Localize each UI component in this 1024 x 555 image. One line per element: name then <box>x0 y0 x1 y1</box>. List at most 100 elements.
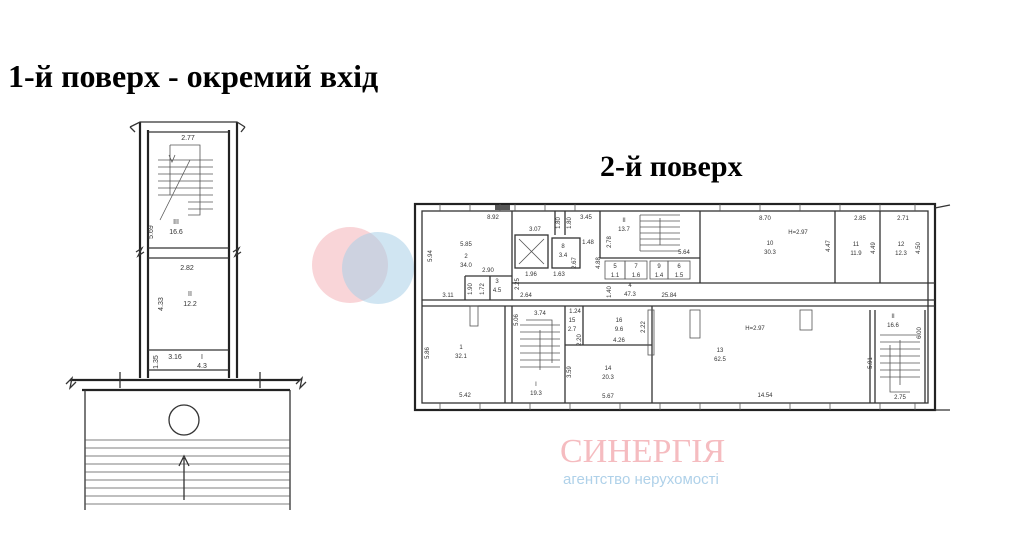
room-number: 5 <box>613 264 617 270</box>
dim: 1.35 <box>153 355 160 369</box>
dim: 8.92 <box>487 215 499 221</box>
floor1-stair <box>158 144 213 221</box>
room-number: I <box>201 354 203 361</box>
dim: 5.91 <box>868 357 874 369</box>
dim: 5.94 <box>428 250 434 262</box>
floor2-stair-top <box>600 214 700 259</box>
dim: 4.49 <box>871 242 877 254</box>
room-number: 14 <box>605 366 612 372</box>
elevator-shaft <box>514 234 549 269</box>
dim: 3.16 <box>168 354 182 361</box>
entrance-arrow-icon <box>178 454 190 500</box>
room-number: 6 <box>677 264 681 270</box>
dim: 1.48 <box>582 240 594 246</box>
dim: 2.20 <box>577 334 583 346</box>
room-area: 20.3 <box>602 375 614 381</box>
floor2-title: 2-й поверх <box>600 150 743 183</box>
dim: 1.40 <box>607 286 613 298</box>
floor2-wc-row <box>604 260 691 280</box>
room-number: 4 <box>628 283 632 289</box>
dim: 2.78 <box>607 236 613 248</box>
dim: 3.45 <box>580 215 592 221</box>
dim: 4.88 <box>596 257 602 269</box>
dim: 5.06 <box>514 314 520 326</box>
watermark-tagline: агентство нерухомості <box>563 471 719 488</box>
room-area: 1.1 <box>611 273 620 279</box>
dim: 3.74 <box>534 311 546 317</box>
dim: 8.70 <box>759 216 771 222</box>
dim: 2.82 <box>180 265 194 272</box>
watermark-brand: СИНЕРГІЯ <box>560 433 725 470</box>
room-area: 12.2 <box>183 301 197 308</box>
room-area: 16.6 <box>887 323 899 329</box>
dim: 1.72 <box>480 283 486 295</box>
room-area: 16.6 <box>169 229 183 236</box>
room-area: 47.3 <box>624 292 636 298</box>
room-number: II <box>188 291 192 298</box>
logo-circle-blue <box>342 232 414 304</box>
dim: 1.80 <box>567 217 573 229</box>
dim: 2.22 <box>641 321 647 333</box>
room-number: 8 <box>561 244 565 250</box>
room-area: 1.6 <box>632 273 641 279</box>
room-area: 32.1 <box>455 354 467 360</box>
room-number: II <box>891 314 895 320</box>
room-area: 34.0 <box>460 263 472 269</box>
room-area: 1.5 <box>675 273 684 279</box>
dim: 1.63 <box>553 272 565 278</box>
dim: 5.69 <box>148 225 155 239</box>
elevator-cross-icon <box>518 238 545 265</box>
room-area: 9.6 <box>615 327 624 333</box>
dim: 5.85 <box>460 242 472 248</box>
dim: 25.84 <box>661 293 677 299</box>
dim: 2.85 <box>854 216 866 222</box>
room-area: 30.3 <box>764 250 776 256</box>
floor2-stair-left <box>520 319 560 370</box>
room-number: 2 <box>464 254 468 260</box>
room-number: 9 <box>657 264 661 270</box>
dim: 3.07 <box>529 227 541 233</box>
floor2-plan: 1 32.1 2 34.0 3 4.5 4 47.3 5 1.1 6 1.5 7… <box>413 202 951 412</box>
room-area: 2.7 <box>568 327 577 333</box>
dim: 4.47 <box>826 240 832 252</box>
dim: 2.71 <box>897 216 909 222</box>
dim: 2.77 <box>181 135 195 142</box>
room-number: 10 <box>767 241 774 247</box>
dim: 2.25 <box>515 278 521 290</box>
dim: 1.24 <box>569 309 581 315</box>
dim: 3.11 <box>442 293 454 299</box>
room-area: 1.4 <box>655 273 664 279</box>
dim: 4.33 <box>158 297 165 311</box>
dim: 3.59 <box>567 366 573 378</box>
room-area: 3.4 <box>559 253 568 259</box>
dim: 4.26 <box>613 338 625 344</box>
dim: 1.90 <box>468 283 474 295</box>
room-area: 62.5 <box>714 357 726 363</box>
room-number: 15 <box>569 318 576 324</box>
room-area: 12.3 <box>895 251 907 257</box>
room-number: III <box>173 219 179 226</box>
watermark-logo: СИНЕРГІЯ агентство нерухомості <box>312 227 725 488</box>
dim: 6.00 <box>917 327 923 339</box>
dim: 14.54 <box>757 393 773 399</box>
dim: 1.96 <box>525 272 537 278</box>
room-number: 12 <box>898 242 905 248</box>
dim: 2.64 <box>520 293 532 299</box>
dim: 5.86 <box>425 347 431 359</box>
room-number: 16 <box>616 318 623 324</box>
room-number: 3 <box>495 279 499 285</box>
room-number: 1 <box>459 345 463 351</box>
room-number: II <box>622 218 626 224</box>
floor2-stair-right <box>880 334 920 393</box>
room-area: 4.3 <box>197 363 207 370</box>
room-number: 11 <box>853 242 860 248</box>
column-circle <box>168 404 200 436</box>
ventilation-grille <box>495 205 510 210</box>
dim: 2.67 <box>572 257 578 269</box>
room-area: 4.5 <box>493 288 502 294</box>
floor1-title: 1-й поверх - окремий вхід <box>8 58 379 94</box>
dim: 1.80 <box>556 217 562 229</box>
dim: 4.50 <box>916 242 922 254</box>
ceiling-height: H=2.97 <box>788 230 808 236</box>
